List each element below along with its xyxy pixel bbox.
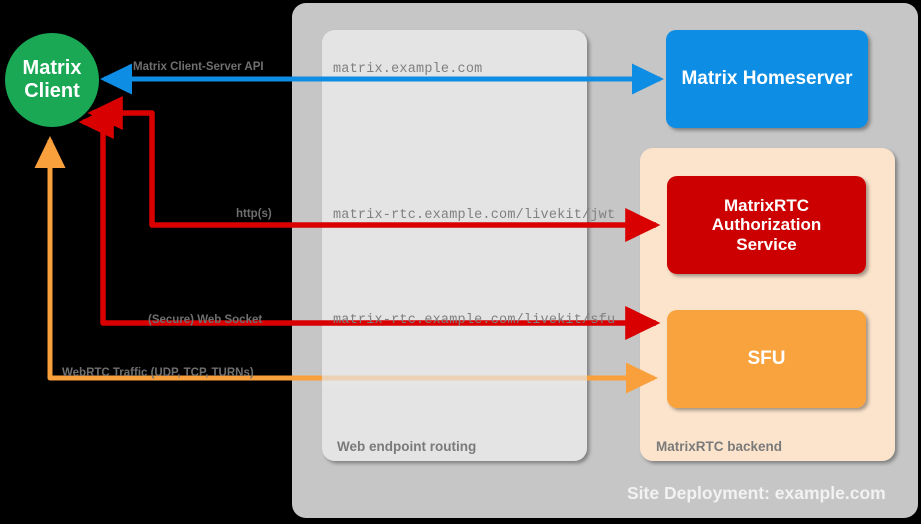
connector-label-websocket: (Secure) Web Socket <box>148 314 263 326</box>
node-auth-service-label-line2: Authorization <box>711 215 822 235</box>
endpoint-url-matrix-example-com: matrix.example.com <box>333 62 483 77</box>
node-auth-service-label-line3: Service <box>736 234 797 254</box>
endpoint-url-livekit-sfu: matrix-rtc.example.com/livekit/sfu <box>333 313 616 328</box>
node-auth-service-label-line1: MatrixRTC <box>723 195 809 215</box>
matrixrtc-backend-label: MatrixRTC backend <box>656 439 783 454</box>
endpoint-url-livekit-jwt: matrix-rtc.example.com/livekit/jwt <box>333 208 616 223</box>
node-matrix-client-label-line1: Matrix <box>22 57 82 79</box>
node-sfu-label: SFU <box>747 348 786 370</box>
node-matrix-homeserver-label: Matrix Homeserver <box>681 68 853 90</box>
node-sfu[interactable] <box>667 310 866 408</box>
connector-websocket <box>78 104 661 341</box>
web-endpoint-routing-container <box>322 30 587 461</box>
node-matrix-homeserver[interactable] <box>666 30 868 128</box>
node-matrixrtc-authorization-service[interactable] <box>667 176 866 274</box>
connector-label-client-server-api: Matrix Client-Server API <box>133 61 264 73</box>
connector-label-https: http(s) <box>236 208 272 220</box>
node-auth-service-label: MatrixRTC Authorization Service <box>667 176 866 274</box>
connector-label-webrtc: WebRTC Traffic (UDP, TCP, TURNs) <box>62 367 254 379</box>
site-deployment-label: Site Deployment: example.com <box>627 483 886 503</box>
node-matrix-client-label-line2: Client <box>24 80 80 102</box>
node-matrix-client-label: Matrix Client <box>5 33 99 127</box>
node-matrix-client[interactable] <box>5 33 99 127</box>
web-endpoint-routing-label: Web endpoint routing <box>337 439 477 454</box>
